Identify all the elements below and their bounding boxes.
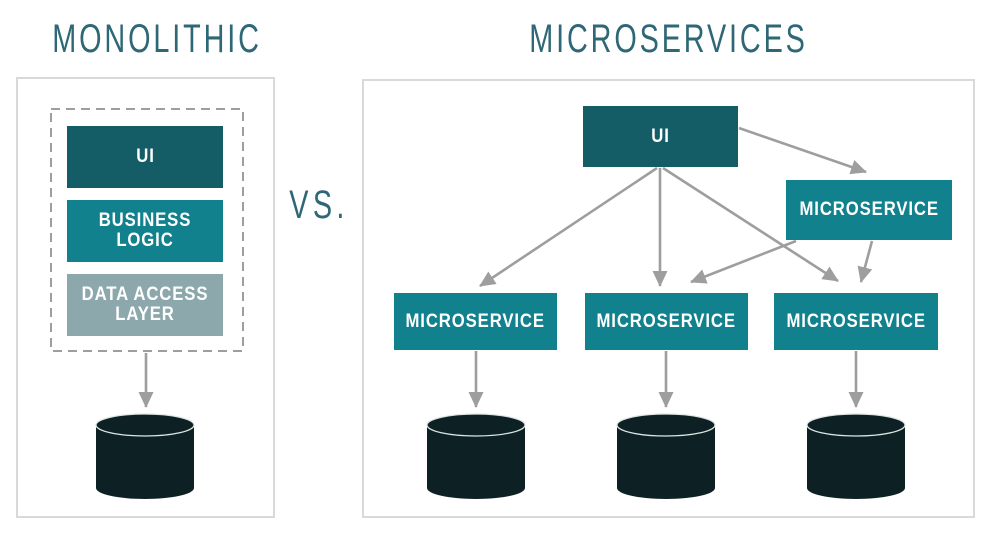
microservice-top-label: MICROSERVICE xyxy=(799,199,939,220)
monolith-ui-layer: UI xyxy=(67,126,223,188)
microservice-middle-node: MICROSERVICE xyxy=(585,293,748,350)
microservice-top-node: MICROSERVICE xyxy=(786,180,952,240)
monolithic-title: MONOLITHIC xyxy=(52,17,262,61)
microservices-ui-label: UI xyxy=(651,125,670,147)
microservice-left-node: MICROSERVICE xyxy=(394,293,557,350)
microservices-title: MICROSERVICES xyxy=(529,17,808,61)
monolith-business-logic-layer: BUSINESS LOGIC xyxy=(67,200,223,262)
microservice-left-label: MICROSERVICE xyxy=(405,310,546,332)
versus-label: VS. xyxy=(289,183,349,227)
microservice-right-label: MICROSERVICE xyxy=(786,310,926,332)
microservice-right-node: MICROSERVICE xyxy=(774,293,938,350)
monolith-business-logic-label: BUSINESS LOGIC xyxy=(98,210,192,251)
monolith-data-access-layer: DATA ACCESS LAYER xyxy=(67,274,223,336)
monolith-data-access-label: DATA ACCESS LAYER xyxy=(81,284,209,325)
microservice-middle-label: MICROSERVICE xyxy=(596,310,737,332)
microservices-ui-node: UI xyxy=(583,106,738,167)
monolith-ui-label: UI xyxy=(135,146,155,167)
